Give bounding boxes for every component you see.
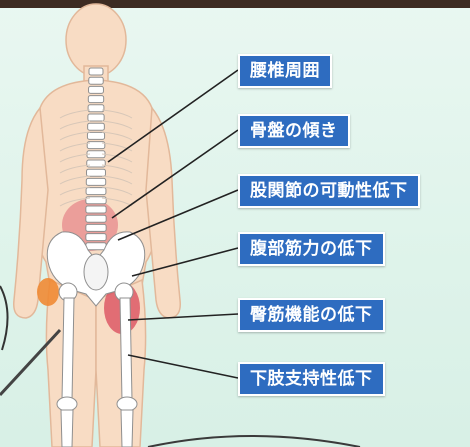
vertebra [86, 188, 106, 195]
left-arc-decoration [0, 286, 8, 350]
left-femur [62, 298, 74, 400]
sacrum [84, 254, 108, 290]
vertebra [87, 160, 106, 167]
vertebra [86, 234, 106, 241]
right-knee [117, 397, 137, 411]
vertebra [86, 215, 106, 222]
label-hip-mobility-decline: 股関節の可動性低下 [238, 174, 420, 208]
vertebra [88, 123, 105, 130]
vertebra [88, 105, 104, 112]
vertebra [86, 224, 106, 231]
bottom-arc [148, 436, 360, 447]
vertebra [87, 169, 106, 176]
right-tibia [121, 410, 133, 447]
vertebra [86, 243, 106, 250]
left-hip-highlight [37, 278, 59, 306]
left-tibia [61, 410, 73, 447]
vertebra [86, 178, 105, 185]
left-knee [57, 397, 77, 411]
label-pelvic-tilt: 骨盤の傾き [238, 114, 350, 148]
label-lumbar-area: 腰椎周囲 [238, 54, 332, 88]
label-gluteal-function-decline: 臀筋機能の低下 [238, 298, 385, 332]
vertebra [89, 86, 104, 93]
vertebra [88, 96, 103, 103]
label-lower-limb-support-decline: 下肢支持性低下 [238, 362, 385, 396]
vertebra [88, 114, 104, 121]
label-abdominal-strength-decline: 腹部筋力の低下 [238, 232, 385, 266]
vertebra [89, 77, 103, 84]
vertebra [86, 206, 106, 213]
right-femur [120, 298, 132, 400]
vertebra [87, 132, 104, 139]
vertebra [89, 68, 103, 75]
